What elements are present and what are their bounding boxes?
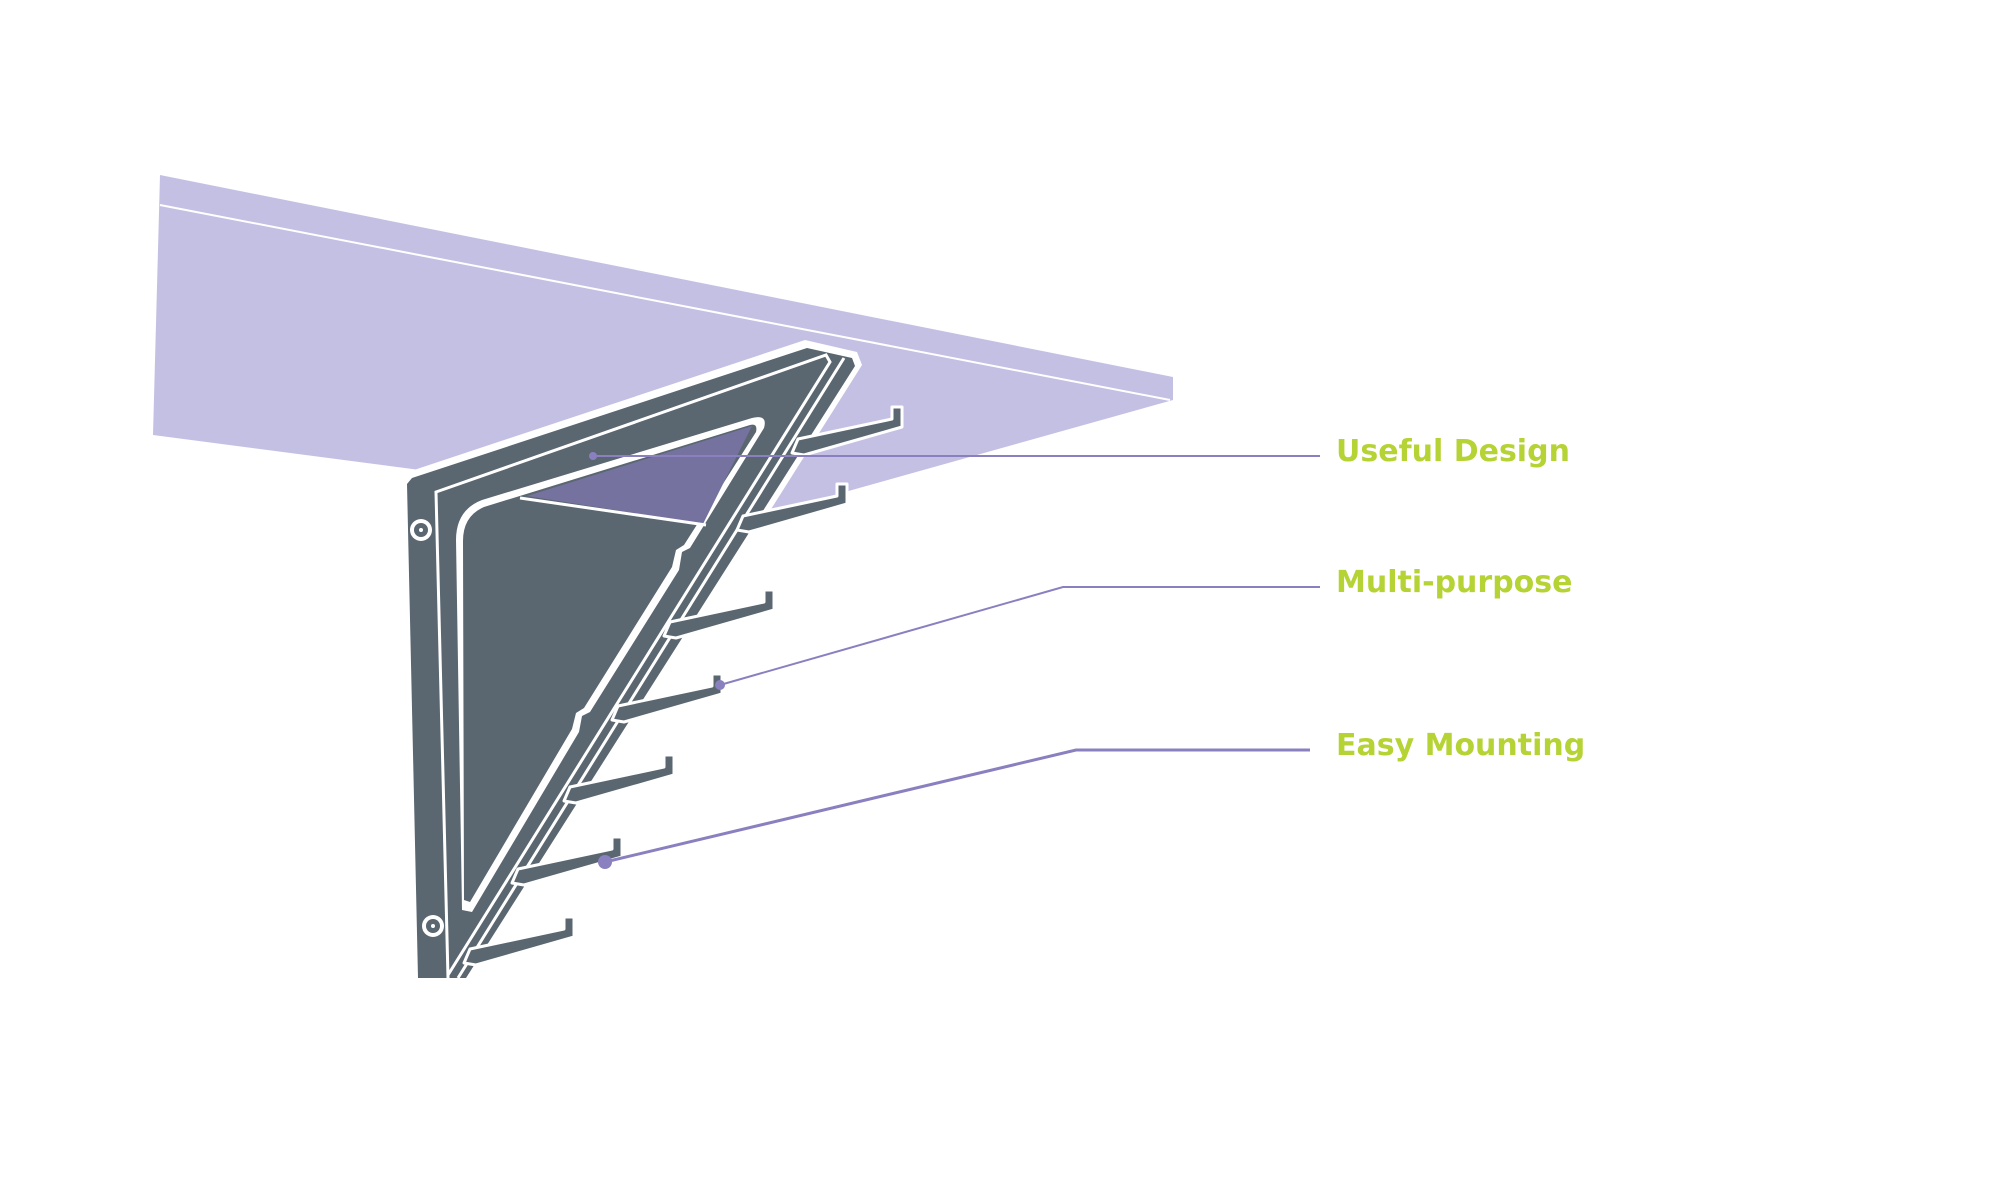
hook-peg [735, 482, 849, 534]
hook-peg [562, 753, 676, 805]
shelf-underside-edge [519, 496, 707, 527]
leader-line-multi-purpose [719, 586, 1320, 686]
mounting-screw-top [410, 519, 432, 541]
leader-lines [589, 452, 1320, 869]
shelf-underside-window [527, 426, 752, 524]
mounting-screw-bottom [422, 915, 444, 937]
hook-pegs [462, 405, 904, 967]
shelf-edge-line [159, 204, 1171, 401]
leader-dot-easy-mounting [598, 855, 612, 869]
hook-peg [510, 835, 624, 887]
leader-line-easy-mounting [604, 748, 1310, 864]
bracket-cutout [463, 424, 757, 902]
callout-label-useful-design: Useful Design [1336, 434, 1570, 469]
triangular-bracket [400, 340, 862, 983]
hook-peg [610, 672, 724, 724]
callout-label-multi-purpose: Multi-purpose [1336, 565, 1573, 600]
callout-label-easy-mounting: Easy Mounting [1336, 728, 1586, 763]
shelf-plate [153, 175, 1173, 520]
leader-dot-multi-purpose [715, 680, 725, 690]
hook-peg [462, 915, 576, 967]
hook-peg [662, 588, 776, 640]
bracket-inner-frame-line [434, 353, 832, 979]
hook-peg [790, 405, 904, 457]
leader-dot-useful-design [589, 452, 597, 460]
